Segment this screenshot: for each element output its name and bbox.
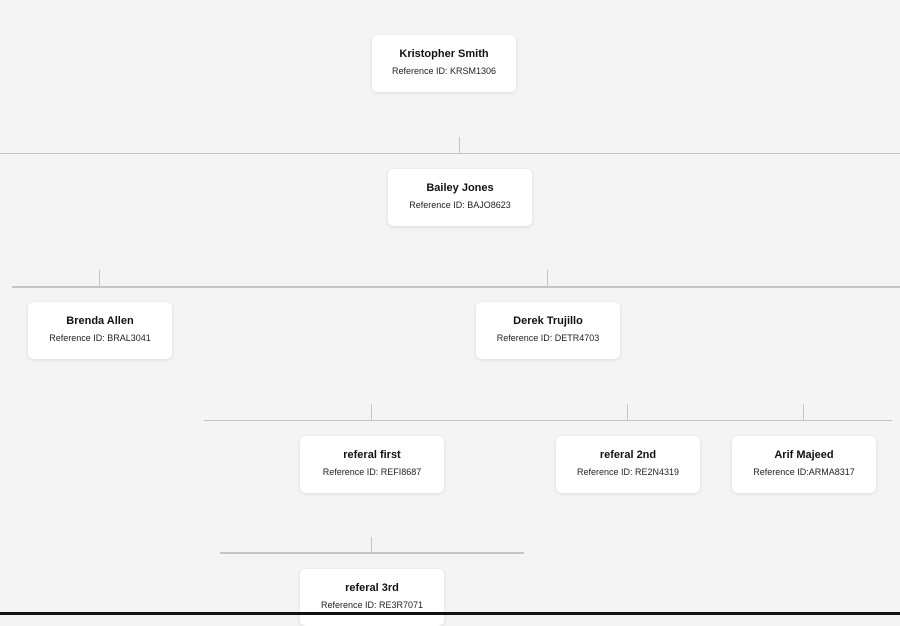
tree-node-n1[interactable]: Kristopher Smith Reference ID: KRSM1306 — [372, 35, 516, 92]
tree-node-n6[interactable]: referal 2nd Reference ID: RE2N4319 — [556, 436, 700, 493]
node-reference-id: Reference ID: RE3R7071 — [320, 600, 424, 610]
connector-stem — [371, 404, 372, 420]
node-name: referal 2nd — [599, 449, 657, 461]
node-reference-id: Reference ID: DETR4703 — [496, 333, 600, 343]
connector-bar — [0, 153, 900, 154]
window-bottom-edge — [0, 612, 900, 615]
node-reference-id: Reference ID: RE2N4319 — [576, 467, 680, 477]
connector-stem — [371, 537, 372, 553]
node-name: Derek Trujillo — [513, 315, 583, 327]
connector-stem — [803, 404, 804, 420]
node-name: referal 3rd — [345, 582, 399, 594]
connector-stem — [459, 137, 460, 153]
tree-node-n4[interactable]: Derek Trujillo Reference ID: DETR4703 — [476, 302, 620, 359]
tree-node-n2[interactable]: Bailey Jones Reference ID: BAJO8623 — [388, 169, 532, 226]
connector-stem — [627, 404, 628, 420]
connector-bar — [12, 286, 900, 288]
connector-bar — [220, 552, 524, 554]
connector-bar — [204, 420, 892, 421]
node-name: Kristopher Smith — [399, 48, 489, 60]
node-name: referal first — [343, 449, 401, 461]
node-reference-id: Reference ID: REFI8687 — [322, 467, 422, 477]
node-reference-id: Reference ID:ARMA8317 — [753, 467, 855, 477]
tree-node-n3[interactable]: Brenda Allen Reference ID: BRAL3041 — [28, 302, 172, 359]
node-reference-id: Reference ID: BRAL3041 — [49, 333, 151, 343]
tree-node-n5[interactable]: referal first Reference ID: REFI8687 — [300, 436, 444, 493]
node-reference-id: Reference ID: KRSM1306 — [391, 66, 497, 76]
tree-node-n7[interactable]: Arif Majeed Reference ID:ARMA8317 — [732, 436, 876, 493]
node-name: Arif Majeed — [774, 449, 834, 461]
node-name: Brenda Allen — [66, 315, 134, 327]
tree-node-n8[interactable]: referal 3rd Reference ID: RE3R7071 — [300, 569, 444, 626]
node-reference-id: Reference ID: BAJO8623 — [409, 200, 511, 210]
node-name: Bailey Jones — [426, 182, 494, 194]
connector-stem — [547, 270, 548, 287]
connector-stem — [99, 270, 100, 287]
